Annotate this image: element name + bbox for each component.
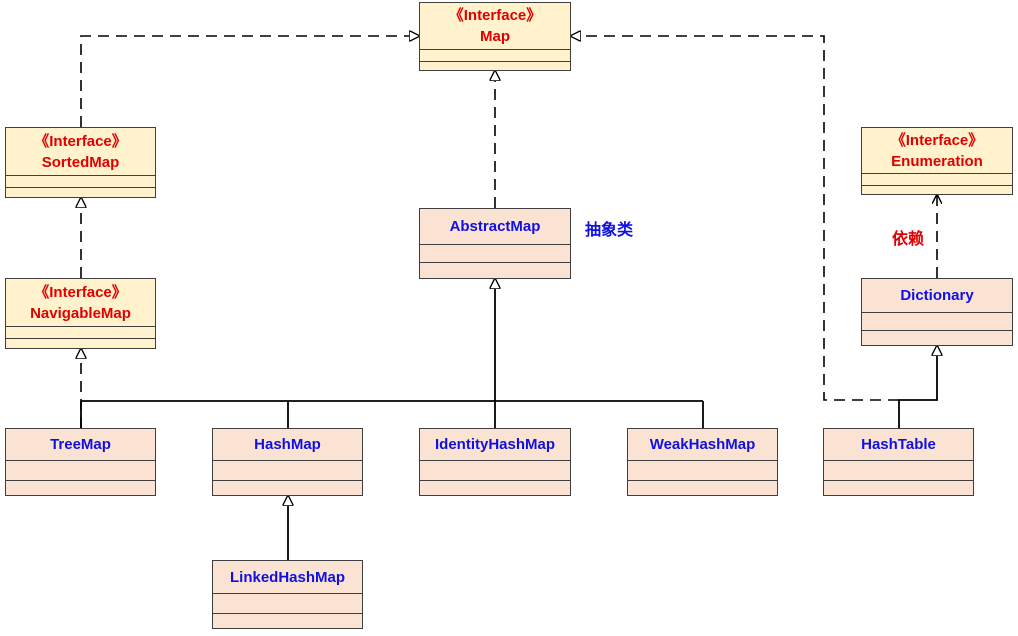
navigablemap-interface-header: 《Interface》 NavigableMap bbox=[6, 279, 155, 327]
attributes-compartment bbox=[420, 461, 570, 481]
linkedhashmap-class-box: LinkedHashMap bbox=[212, 560, 363, 629]
attributes-compartment bbox=[213, 594, 362, 614]
attributes-compartment bbox=[420, 50, 570, 62]
class-header: LinkedHashMap bbox=[213, 561, 362, 594]
class-name: HashMap bbox=[254, 436, 321, 453]
interface-name: Map bbox=[480, 28, 510, 45]
class-name: AbstractMap bbox=[449, 218, 541, 235]
class-header: Dictionary bbox=[862, 279, 1012, 313]
abstractmap-class-box: AbstractMap bbox=[419, 208, 571, 279]
attributes-compartment bbox=[862, 174, 1012, 186]
methods-compartment bbox=[6, 188, 155, 197]
methods-compartment bbox=[6, 339, 155, 348]
class-name: IdentityHashMap bbox=[434, 436, 555, 453]
sortedmap-interface-header: 《Interface》 SortedMap bbox=[6, 128, 155, 176]
methods-compartment bbox=[213, 614, 362, 628]
interface-name: SortedMap bbox=[41, 153, 120, 171]
attributes-compartment bbox=[824, 461, 973, 481]
class-name: Dictionary bbox=[900, 287, 974, 304]
dictionary-class-box: Dictionary bbox=[861, 278, 1013, 346]
class-header: HashMap bbox=[213, 429, 362, 461]
methods-compartment bbox=[420, 481, 570, 495]
realization-sortedmap-map bbox=[80, 36, 419, 127]
class-name: TreeMap bbox=[50, 436, 111, 453]
navigablemap-interface-box: 《Interface》 NavigableMap bbox=[5, 278, 156, 349]
weakhashmap-class-box: WeakHashMap bbox=[627, 428, 778, 496]
hashmap-class-box: HashMap bbox=[212, 428, 363, 496]
class-header: HashTable bbox=[824, 429, 973, 461]
attributes-compartment bbox=[862, 313, 1012, 331]
methods-compartment bbox=[824, 481, 973, 495]
class-header: AbstractMap bbox=[420, 209, 570, 245]
attributes-compartment bbox=[6, 327, 155, 339]
attributes-compartment bbox=[420, 245, 570, 263]
interface-name: NavigableMap bbox=[30, 304, 131, 322]
methods-compartment bbox=[213, 481, 362, 495]
methods-compartment bbox=[862, 186, 1012, 194]
generalization-hashtable-dictionary bbox=[898, 346, 937, 428]
class-name: WeakHashMap bbox=[649, 436, 756, 453]
class-name: LinkedHashMap bbox=[229, 568, 346, 586]
methods-compartment bbox=[420, 62, 570, 70]
class-header: WeakHashMap bbox=[628, 429, 777, 461]
methods-compartment bbox=[862, 331, 1012, 345]
class-header: TreeMap bbox=[6, 429, 155, 461]
attributes-compartment bbox=[213, 461, 362, 481]
stereotype-label: 《Interface》 bbox=[448, 7, 542, 24]
attributes-compartment bbox=[628, 461, 777, 481]
interface-name: Enumeration bbox=[891, 152, 983, 170]
enumeration-interface-box: 《Interface》 Enumeration bbox=[861, 127, 1013, 195]
attributes-compartment bbox=[6, 176, 155, 188]
abstract-class-note: 抽象类 bbox=[585, 220, 634, 239]
sortedmap-interface-box: 《Interface》 SortedMap bbox=[5, 127, 156, 198]
realization-hashtable-map bbox=[571, 36, 899, 401]
hashtable-class-box: HashTable bbox=[823, 428, 974, 496]
stereotype-label: 《Interface》 bbox=[34, 283, 127, 301]
enumeration-interface-header: 《Interface》 Enumeration bbox=[862, 128, 1012, 174]
attributes-compartment bbox=[6, 461, 155, 481]
identityhashmap-class-box: IdentityHashMap bbox=[419, 428, 571, 496]
methods-compartment bbox=[628, 481, 777, 495]
treemap-class-box: TreeMap bbox=[5, 428, 156, 496]
methods-compartment bbox=[6, 481, 155, 495]
dependency-note: 依赖 bbox=[892, 229, 925, 248]
methods-compartment bbox=[420, 263, 570, 278]
class-name: HashTable bbox=[861, 436, 936, 453]
stereotype-label: 《Interface》 bbox=[34, 132, 127, 150]
class-header: IdentityHashMap bbox=[420, 429, 570, 461]
map-interface-header: 《Interface》 Map bbox=[420, 3, 570, 50]
stereotype-label: 《Interface》 bbox=[890, 131, 984, 149]
map-interface-box: 《Interface》 Map bbox=[419, 2, 571, 71]
